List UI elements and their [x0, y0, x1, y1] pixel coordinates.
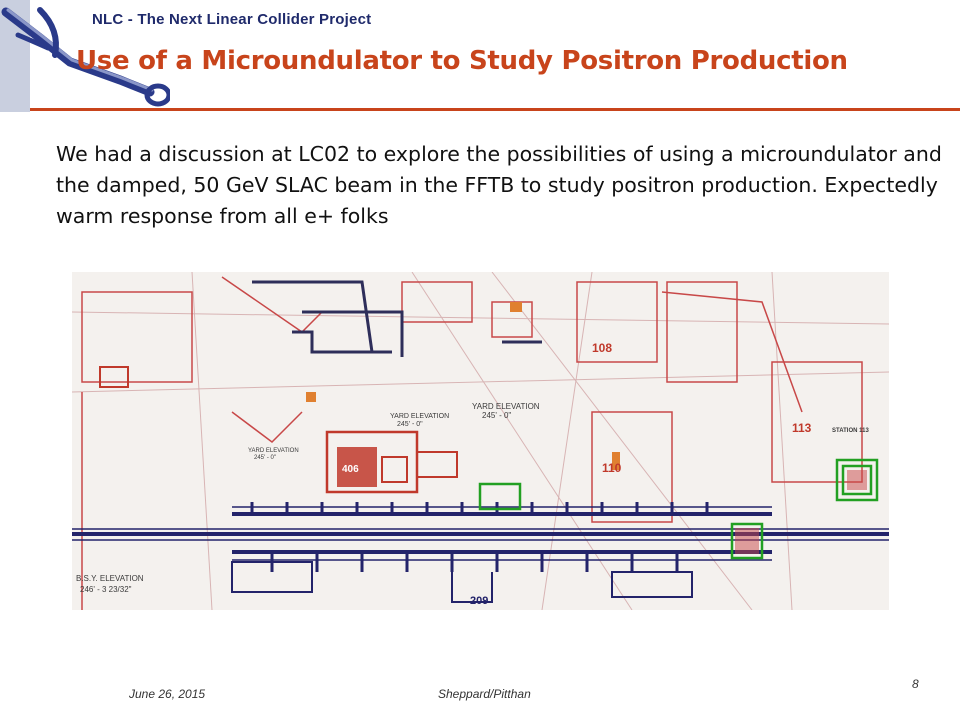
- station-113-label: STATION 113: [832, 428, 869, 434]
- page-number: 8: [912, 677, 919, 691]
- yard-elevation-label: YARD ELEVATION: [248, 448, 299, 454]
- site-plan-drawing: YARD ELEVATION 245' - 0" YARD ELEVATION …: [72, 272, 889, 610]
- yard-elevation-value: 245' - 0": [397, 421, 423, 428]
- slide-title: Use of a Microundulator to Study Positro…: [76, 46, 848, 76]
- yard-elevation-value: 245' - 0": [482, 411, 511, 420]
- building-110-label: 110: [602, 461, 622, 475]
- nlc-logo: [0, 0, 170, 112]
- yard-elevation-label: YARD ELEVATION: [390, 413, 449, 420]
- building-108-label: 108: [592, 341, 612, 355]
- footer-author: Sheppard/Pitthan: [438, 687, 531, 701]
- building-113-label: 113: [792, 421, 812, 435]
- title-divider: [30, 108, 960, 111]
- yard-elevation-label: YARD ELEVATION: [472, 402, 540, 411]
- yard-elevation-value: 245' - 0": [254, 455, 276, 461]
- footer-date: June 26, 2015: [129, 687, 206, 701]
- building-406-label: 406: [342, 464, 359, 475]
- building-209-label: 209: [470, 595, 488, 607]
- organization-name: NLC - The Next Linear Collider Project: [92, 11, 372, 28]
- bsy-elevation-value: 246' - 3 23/32": [80, 585, 132, 594]
- bsy-elevation-label: B.S.Y. ELEVATION: [76, 574, 144, 583]
- body-paragraph: We had a discussion at LC02 to explore t…: [56, 142, 942, 228]
